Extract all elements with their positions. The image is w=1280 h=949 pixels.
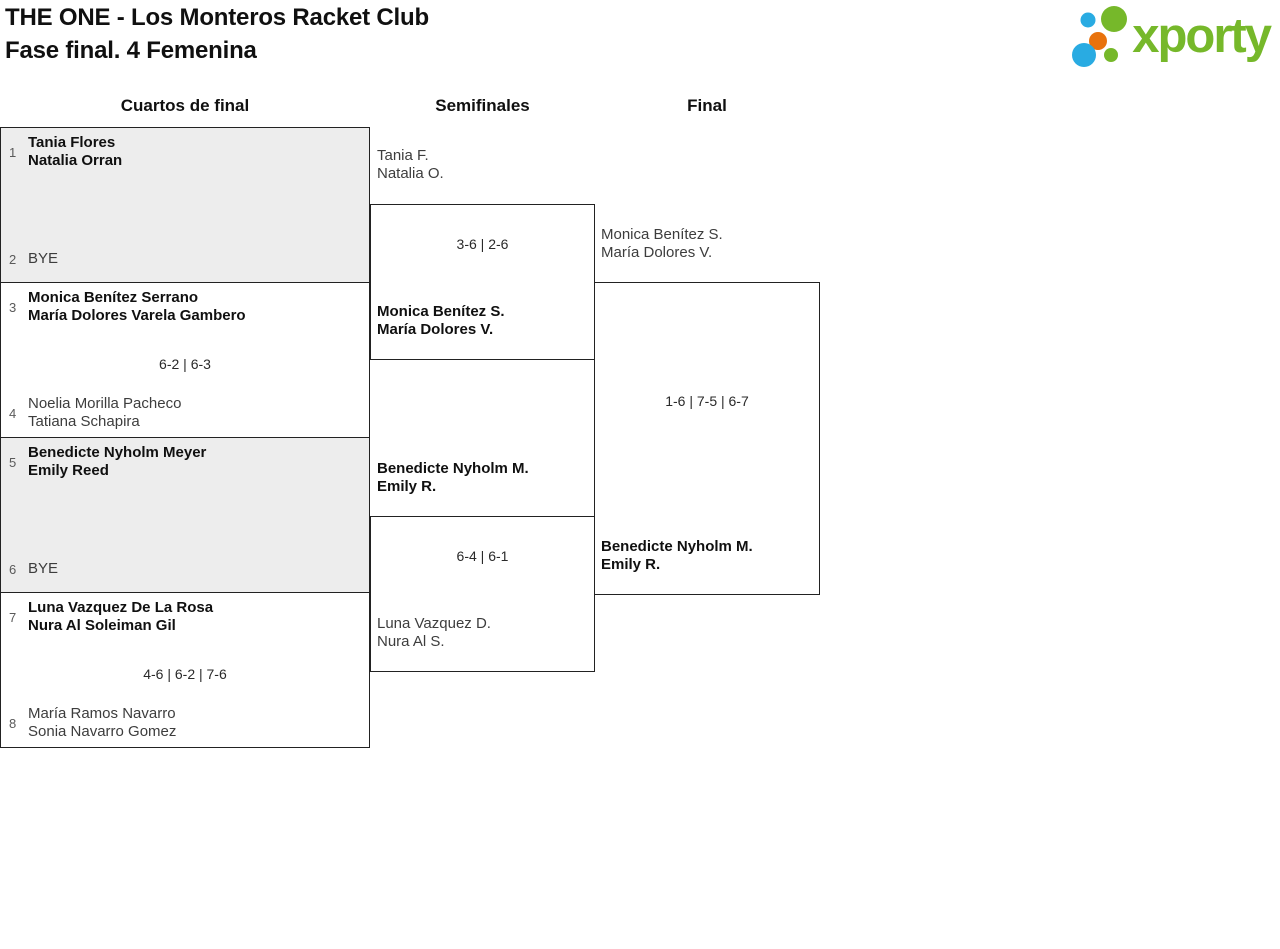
team-name-line: Emily R. — [377, 478, 437, 495]
team-name-line: Luna Vazquez De La Rosa — [28, 599, 214, 616]
team-slot: 1 Tania Flores Natalia Orran — [1, 134, 122, 170]
seed-number: 7 — [9, 609, 17, 625]
final-box — [594, 282, 820, 595]
seed-number: 1 — [9, 144, 17, 160]
team-name: Tania Flores Natalia Orran — [28, 134, 122, 170]
team-name: Monica Benítez Serrano María Dolores Var… — [28, 289, 246, 325]
seed-number: 8 — [9, 715, 17, 731]
page-header: THE ONE - Los Monteros Racket Club Fase … — [5, 1, 429, 67]
match-score: 4-6 | 6-2 | 7-6 — [143, 666, 227, 682]
team-name-line: Emily Reed — [28, 462, 109, 479]
qf-match-2: 3 Monica Benítez Serrano María Dolores V… — [0, 282, 370, 438]
team-slot: 3 Monica Benítez Serrano María Dolores V… — [1, 289, 246, 325]
match-score: 6-2 | 6-3 — [159, 356, 211, 372]
column-header-final: Final — [687, 96, 727, 115]
team-name-line: Benedicte Nyholm Meyer — [28, 444, 207, 461]
team-name-line: Luna Vazquez D. — [377, 615, 491, 632]
team-name: BYE — [28, 560, 58, 578]
team-slot: 2 BYE — [1, 250, 58, 268]
team-name-line: Tania F. — [377, 147, 429, 164]
team-slot: 7 Luna Vazquez De La Rosa Nura Al Soleim… — [1, 599, 213, 635]
team-name: Benedicte Nyholm Meyer Emily Reed — [28, 444, 206, 480]
sf1-score: 3-6 | 2-6 — [456, 236, 509, 252]
team-name-line: Monica Benítez S. — [377, 303, 505, 320]
team-name: BYE — [28, 250, 58, 268]
team-name-line: Monica Benítez Serrano — [28, 289, 199, 306]
xporty-logo[interactable]: xporty — [1064, 5, 1272, 67]
xporty-logo-text: xporty — [1132, 9, 1272, 63]
team-name-line: BYE — [28, 250, 59, 267]
seed-number: 4 — [9, 405, 17, 421]
team-slot: 4 Noelia Morilla Pacheco Tatiana Schapir… — [1, 395, 181, 431]
team-name-line: Tania Flores — [28, 134, 116, 151]
xporty-logo-dots-icon — [1072, 6, 1128, 67]
page-title: THE ONE - Los Monteros Racket Club — [5, 4, 429, 31]
team-name-line: María Dolores V. — [377, 321, 494, 338]
team-name-line: Benedicte Nyholm M. — [601, 538, 753, 555]
team-name-line: Tatiana Schapira — [28, 413, 140, 430]
team-name-line: Nura Al Soleiman Gil — [28, 617, 176, 634]
team-slot: 6 BYE — [1, 560, 58, 578]
team-name-line: María Dolores V. — [601, 244, 713, 261]
team-name-line: Natalia O. — [377, 165, 444, 182]
team-name-line: Natalia Orran — [28, 152, 123, 169]
team-name: María Ramos Navarro Sonia Navarro Gomez — [28, 705, 176, 741]
team-name-line: BYE — [28, 560, 59, 577]
page-subtitle: Fase final. 4 Femenina — [5, 37, 257, 64]
team-name-line: María Dolores Varela Gambero — [28, 307, 246, 324]
final-bottom-team: Benedicte Nyholm M. Emily R. — [601, 538, 753, 574]
qf-match-1: 1 Tania Flores Natalia Orran 2 BYE — [0, 127, 370, 283]
seed-number: 6 — [9, 561, 17, 577]
team-slot: 5 Benedicte Nyholm Meyer Emily Reed — [1, 444, 206, 480]
column-header-semifinales: Semifinales — [435, 96, 530, 115]
qf-match-4: 7 Luna Vazquez De La Rosa Nura Al Soleim… — [0, 592, 370, 748]
team-slot: 8 María Ramos Navarro Sonia Navarro Gome… — [1, 705, 176, 741]
final-score: 1-6 | 7-5 | 6-7 — [665, 393, 749, 409]
sf1-bottom-team: Monica Benítez S. María Dolores V. — [377, 303, 505, 339]
team-name: Luna Vazquez De La Rosa Nura Al Soleiman… — [28, 599, 213, 635]
team-name-line: Benedicte Nyholm M. — [377, 460, 529, 477]
seed-number: 3 — [9, 299, 17, 315]
team-name-line: Noelia Morilla Pacheco — [28, 395, 182, 412]
sf2-score: 6-4 | 6-1 — [456, 548, 509, 564]
team-name-line: Monica Benítez S. — [601, 226, 723, 243]
sf2-bottom-team: Luna Vazquez D. Nura Al S. — [377, 615, 491, 651]
team-name: Noelia Morilla Pacheco Tatiana Schapira — [28, 395, 181, 431]
team-name-line: Emily R. — [601, 556, 661, 573]
sf2-top-team: Benedicte Nyholm M. Emily R. — [377, 460, 529, 496]
team-name-line: Sonia Navarro Gomez — [28, 723, 177, 740]
sf1-top-team: Tania F. Natalia O. — [377, 147, 444, 183]
team-name-line: Nura Al S. — [377, 633, 445, 650]
seed-number: 5 — [9, 454, 17, 470]
seed-number: 2 — [9, 251, 17, 267]
column-header-cuartos: Cuartos de final — [120, 96, 250, 115]
qf-match-3: 5 Benedicte Nyholm Meyer Emily Reed 6 BY… — [0, 437, 370, 593]
final-top-team: Monica Benítez S. María Dolores V. — [601, 226, 723, 262]
team-name-line: María Ramos Navarro — [28, 705, 176, 722]
